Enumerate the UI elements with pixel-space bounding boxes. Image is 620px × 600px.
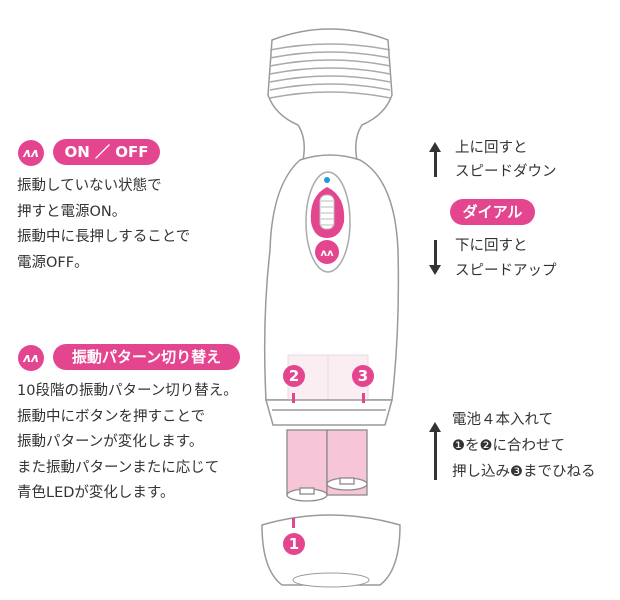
dial-up-line-2: スピードダウン bbox=[455, 164, 557, 180]
onoff-badge: ON ／ OFF bbox=[53, 139, 160, 165]
battery-line-3: 押し込み❸までひねる bbox=[452, 464, 596, 480]
marker-3: 3 bbox=[352, 365, 374, 387]
dial-down-line-1: 下に回すと bbox=[455, 238, 528, 254]
pattern-badge: 振動パターン切り替え bbox=[53, 344, 240, 370]
pattern-line-1: 10段階の振動パターン切り替え。 bbox=[17, 383, 238, 399]
dial-badge: ダイアル bbox=[450, 199, 535, 225]
onoff-line-1: 振動していない状態で bbox=[17, 178, 162, 194]
pattern-line-4: また振動パターンまたに応じて bbox=[17, 459, 220, 476]
svg-text:ʌʌ: ʌʌ bbox=[320, 248, 334, 259]
vibration-icon: ʌʌ bbox=[18, 140, 44, 166]
marker-2: 2 bbox=[283, 365, 305, 387]
device-body bbox=[263, 154, 400, 401]
arrow-up-icon bbox=[429, 422, 441, 480]
head-ridges bbox=[269, 43, 391, 99]
battery-line-1: 電池４本入れて bbox=[452, 412, 554, 428]
pattern-line-3: 振動パターンが変化します。 bbox=[17, 434, 204, 450]
pattern-line-5: 青色LEDが変化します。 bbox=[17, 485, 175, 501]
dial-down-line-2: スピードアップ bbox=[455, 263, 557, 279]
battery-line-2: ❶を❷に合わせて bbox=[452, 438, 565, 454]
vibration-icon: ʌʌ bbox=[18, 345, 44, 371]
onoff-line-3: 振動中に長押しすることで bbox=[17, 229, 191, 245]
device-head bbox=[267, 28, 393, 166]
onoff-line-2: 押すと電源ON。 bbox=[17, 203, 127, 220]
pattern-button bbox=[315, 240, 339, 264]
arrow-up-icon bbox=[429, 142, 441, 177]
arrow-down-icon bbox=[429, 240, 441, 275]
pattern-line-2: 振動中にボタンを押すことで bbox=[17, 408, 206, 425]
marker-1: 1 bbox=[283, 533, 305, 555]
battery-cap bbox=[261, 514, 401, 586]
led-indicator bbox=[324, 177, 330, 183]
dial-up-line-1: 上に回すと bbox=[455, 140, 528, 156]
onoff-line-4: 電源OFF。 bbox=[17, 254, 89, 271]
batteries bbox=[286, 429, 368, 502]
